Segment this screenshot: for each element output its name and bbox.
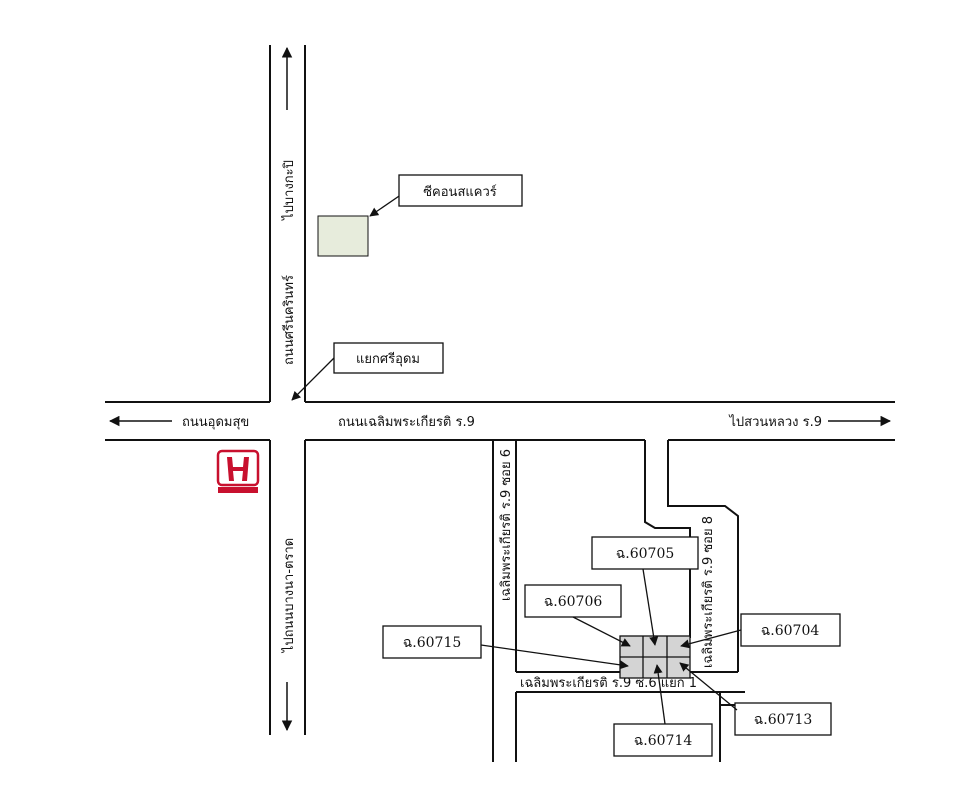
soi-6-branch-label: เฉลิมพระเกียรติ ร.9 ซ.6 แยก 1 [520,675,697,691]
plot-60704-label: ฉ.60704 [761,623,820,639]
plot-60705-label: ฉ.60705 [616,546,675,562]
main-road-label: ถนนเฉลิมพระเกียรติ ร.9 [338,414,475,430]
top-direction-label: ไปบางกะปิ [281,160,297,221]
plot-60713-callout [734,702,832,736]
honda-logo [216,449,260,493]
plot-callouts: ฉ.60705 ฉ.60706 ฉ.60704 ฉ.60715 ฉ.60713 … [382,536,841,757]
soi-8-label: เฉลิมพระเกียรติ ร.9 ซอย 8 [700,516,716,668]
srinakarin-road [269,45,306,735]
bottom-direction-label: ไปถนนบางนา-ตราด [281,538,297,653]
direction-arrows [108,46,892,732]
plot-60704-callout [740,613,841,647]
plot-60713-label: ฉ.60713 [754,712,813,728]
plot-60706-label: ฉ.60706 [544,594,603,610]
soi-6-label: เฉลิมพระเกียรติ ร.9 ซอย 6 [498,449,514,601]
junction-label: แยกศรีอุดม [356,351,420,367]
plot-60714-label: ฉ.60714 [634,733,693,749]
plot-60714-callout [613,723,713,757]
chaloem-phrakiat-road [105,401,895,441]
seacon-label: ซีคอนสแควร์ [423,184,497,200]
left-direction-label: ถนนอุดมสุข [182,415,249,430]
soi-6-road [492,440,517,762]
plot-60705-callout [591,536,699,570]
junction-pointer [291,357,335,401]
plot-60715-callout [382,625,482,659]
seacon-callout [398,174,523,207]
right-direction-label: ไปสวนหลวง ร.9 [728,414,822,430]
seacon-square-building [317,215,369,257]
plot-60706-callout [524,584,622,618]
plot-60715-label: ฉ.60715 [403,635,462,651]
srinakarin-label: ถนนศรีนครินทร์ [281,275,297,365]
soi-6-branch-1-road [516,671,745,762]
junction-callout [333,342,444,374]
